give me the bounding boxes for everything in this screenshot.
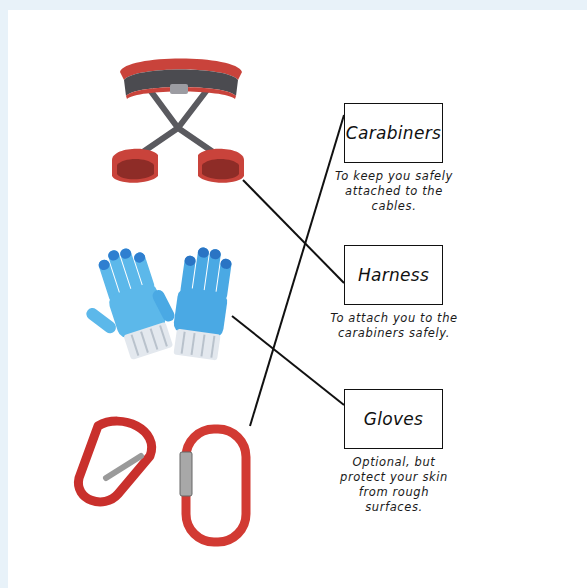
- finger-tip: [209, 249, 221, 260]
- cuff-rib: [160, 325, 167, 346]
- item-heading: Harness: [358, 265, 429, 285]
- finger-tip: [197, 247, 209, 258]
- leader-line: [243, 180, 344, 283]
- leg-loop: [198, 149, 244, 183]
- label-node: GlovesOptional, but protect your skin fr…: [330, 389, 458, 515]
- finger-tip: [184, 255, 196, 266]
- cuff-rib: [201, 335, 204, 357]
- cuff-rib: [182, 332, 185, 354]
- leader-line: [250, 115, 344, 426]
- cuff: [123, 322, 173, 360]
- finger-tip: [220, 258, 232, 269]
- harness-strap: [140, 128, 216, 154]
- cuff-rib: [141, 332, 148, 353]
- heading-box: Harness: [344, 245, 443, 305]
- item-description: To attach you to the carabiners safely.: [330, 311, 458, 341]
- label-node: Carabiners To keep you safely attached to…: [330, 103, 458, 214]
- leader-line: [232, 316, 344, 405]
- description-wrap: To attach you to the carabiners safely.: [330, 311, 458, 341]
- thumb: [84, 306, 118, 336]
- heading-box: Carabiners: [344, 103, 443, 163]
- finger-tip: [119, 247, 133, 260]
- finger-tip: [107, 249, 121, 262]
- buckle: [170, 84, 188, 94]
- cuff: [173, 329, 220, 361]
- description-wrap: To keep you safely attached to the cable…: [330, 169, 458, 214]
- cuff-rib: [211, 336, 214, 358]
- gloves-illustration: [68, 241, 235, 370]
- cuff-rib: [192, 333, 195, 355]
- heading-box: Gloves: [344, 389, 443, 449]
- label-node: Harness To attach you to the carabiners s…: [330, 245, 458, 341]
- item-heading: Gloves: [364, 409, 423, 429]
- harness-illustration: [112, 59, 244, 183]
- leader-lines: [232, 115, 344, 426]
- description-wrap: Optional, but protect your skin from rou…: [330, 455, 458, 515]
- item-description: Optional, but protect your skin from rou…: [330, 455, 458, 515]
- carabiner: [78, 421, 151, 502]
- leg-loop: [112, 149, 158, 183]
- carabiner-gate: [180, 452, 192, 496]
- panel: [8, 10, 587, 588]
- glove: [142, 241, 234, 361]
- thumb: [150, 288, 176, 324]
- item-heading: Carabiners: [346, 123, 441, 143]
- cuff-rib: [151, 329, 158, 350]
- finger-tip: [97, 258, 111, 271]
- finger-tip: [133, 251, 147, 264]
- harness-strap: [150, 90, 207, 128]
- leg-loop: [117, 159, 154, 179]
- item-description: To keep you safely attached to the cable…: [330, 169, 458, 214]
- carabiners-illustration: [78, 421, 246, 542]
- leg-loop: [202, 159, 239, 179]
- carabiner: [186, 429, 246, 542]
- carabiner-gate: [106, 456, 141, 478]
- cuff-rib: [132, 335, 139, 356]
